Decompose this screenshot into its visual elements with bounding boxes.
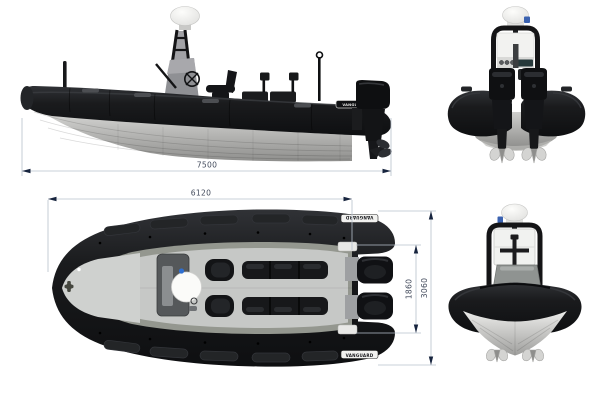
rear-cleat-starboard	[561, 86, 572, 92]
side-view: VANGUARD 7500	[20, 6, 392, 176]
front-radar-dome	[497, 203, 528, 231]
dimension-inner-beam: 1860	[356, 244, 421, 334]
steering-wheel	[184, 71, 201, 88]
arrow-right	[343, 196, 352, 202]
radar-dome	[170, 6, 200, 26]
rear-outboard-starboard	[521, 68, 547, 164]
front-tube-joint	[479, 283, 551, 289]
dimension-overall-beam: 3060	[378, 210, 436, 366]
dimension-overall-length: 7500	[21, 118, 392, 176]
rear-cleat-port	[461, 86, 472, 92]
plan-nameplate-starboard: VANGUARD	[340, 350, 379, 359]
helm-console	[155, 58, 201, 100]
front-hull	[463, 311, 567, 356]
tube-bow-cone	[20, 86, 34, 110]
dimension-hull-length: 6120	[47, 189, 353, 272]
top-view: VANGUARD VANGUARD 6120 1860	[47, 189, 436, 367]
tube-fittings	[82, 88, 311, 108]
tube-nameplate-text: VANGUARD	[342, 103, 366, 107]
rear-tube-highlight-l	[451, 92, 481, 109]
plan-stern	[337, 241, 393, 335]
front-nav-light-blue	[497, 216, 503, 223]
arrow-bottom	[428, 356, 434, 365]
arrow-top	[413, 245, 419, 254]
propeller-port	[489, 147, 515, 164]
plan-radar-dome	[171, 271, 202, 303]
rear-radar-dome	[502, 6, 530, 36]
tube-seams	[68, 87, 313, 131]
rear-outboard-port	[489, 68, 515, 164]
arrow-bottom	[413, 324, 419, 333]
front-nav-mast	[500, 234, 529, 270]
dimension-7500-label: 7500	[197, 161, 218, 170]
front-roll-cage	[486, 222, 543, 290]
plan-outboards	[357, 256, 393, 320]
bench-seats	[242, 72, 299, 103]
hull-strakes	[33, 111, 353, 160]
plan-bench-seats	[242, 261, 328, 315]
plan-nameplate-port-text: VANGUARD	[345, 215, 373, 220]
plan-bow-deck	[62, 253, 140, 323]
propeller-starboard	[521, 147, 547, 164]
stern-pole	[315, 51, 324, 101]
propeller-side	[376, 139, 392, 158]
plan-nameplate-port: VANGUARD	[340, 214, 379, 223]
outboard-motor-side	[352, 80, 392, 159]
plan-console	[156, 253, 202, 317]
rear-view	[447, 6, 586, 164]
bow-emblem	[64, 281, 74, 292]
plan-nameplate-starboard-text: VANGUARD	[346, 353, 374, 358]
front-propellers	[485, 348, 545, 363]
arrow-top	[428, 211, 434, 220]
console-gauges	[499, 60, 515, 65]
console-screen	[517, 59, 533, 67]
hull-panel-lines	[117, 124, 341, 161]
nav-light-blue	[524, 16, 530, 23]
arrow-right	[382, 168, 391, 174]
front-view	[448, 203, 582, 363]
plan-tube-valves	[98, 231, 346, 345]
dimension-6120-label: 6120	[191, 189, 212, 198]
side-tube	[22, 85, 392, 136]
front-console-top	[500, 266, 534, 271]
arrow-left	[48, 196, 57, 202]
dimension-1860-label: 1860	[405, 279, 414, 300]
rear-roll-cage	[491, 25, 540, 96]
arrow-left	[22, 168, 31, 174]
plan-nav-light-blue	[178, 268, 185, 274]
plan-tube-seams	[103, 213, 339, 363]
rear-tube-highlight-r	[552, 92, 582, 109]
dimension-3060-label: 3060	[420, 278, 429, 299]
deck-light-dot	[77, 267, 81, 272]
plan-jockey-seats	[205, 259, 234, 317]
